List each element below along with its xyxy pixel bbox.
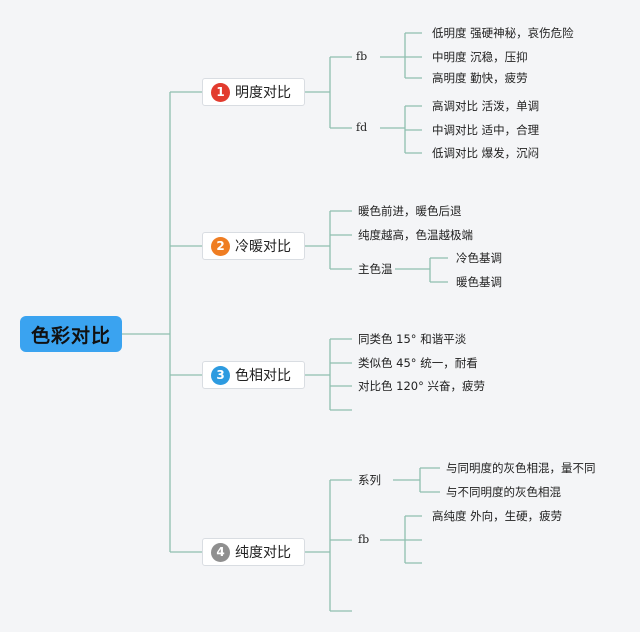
branch-label: 明度对比 (235, 85, 291, 101)
topic-similar-45[interactable]: 类似色 45° 统一，耐看 (358, 356, 478, 370)
topic-high-key-contrast[interactable]: 高调对比 活泼，单调 (432, 99, 540, 113)
topic-mid-key-contrast[interactable]: 中调对比 适中，合理 (432, 123, 540, 137)
branch-warmth[interactable]: 2 冷暖对比 (202, 232, 305, 260)
topic-fd[interactable]: fd (356, 121, 368, 134)
topic-series[interactable]: 系列 (358, 473, 381, 487)
topic-contrast-120[interactable]: 对比色 120° 兴奋，疲劳 (358, 379, 486, 393)
topic-warm-tone[interactable]: 暖色基调 (456, 275, 502, 289)
topic-low-lightness[interactable]: 低明度 强硬神秘，哀伤危险 (432, 26, 574, 40)
topic-low-key-contrast[interactable]: 低调对比 爆发，沉闷 (432, 146, 540, 160)
topic-mid-lightness[interactable]: 中明度 沉稳，压抑 (432, 50, 528, 64)
topic-high-saturation[interactable]: 高纯度 外向，生硬，疲劳 (432, 509, 563, 523)
topic-high-lightness[interactable]: 高明度 勤快，疲劳 (432, 71, 528, 85)
number-badge: 3 (211, 365, 230, 385)
topic-analogous-15[interactable]: 同类色 15° 和谐平淡 (358, 332, 467, 346)
topic-same-lightness-gray[interactable]: 与同明度的灰色相混，量不同 (446, 461, 596, 475)
branch-saturation[interactable]: 4 纯度对比 (202, 538, 305, 566)
branch-label: 冷暖对比 (235, 239, 291, 255)
topic-fb-saturation[interactable]: fb (358, 533, 370, 546)
branch-label: 纯度对比 (235, 545, 291, 561)
branch-label: 色相对比 (235, 368, 291, 384)
topic-fb[interactable]: fb (356, 50, 368, 63)
topic-saturation-temperature[interactable]: 纯度越高，色温越极端 (358, 228, 473, 242)
topic-cool-tone[interactable]: 冷色基调 (456, 251, 502, 265)
number-badge: 2 (211, 236, 230, 256)
topic-warm-advance[interactable]: 暖色前进，暖色后退 (358, 204, 462, 218)
number-badge: 4 (211, 542, 230, 562)
branch-hue[interactable]: 3 色相对比 (202, 361, 305, 389)
branch-lightness[interactable]: 1 明度对比 (202, 78, 305, 106)
topic-main-tone[interactable]: 主色温 (358, 262, 393, 276)
number-badge: 1 (211, 82, 230, 102)
root-node[interactable]: 色彩对比 (20, 316, 122, 352)
topic-different-lightness-gray[interactable]: 与不同明度的灰色相混 (446, 485, 561, 499)
root-label: 色彩对比 (30, 324, 111, 347)
